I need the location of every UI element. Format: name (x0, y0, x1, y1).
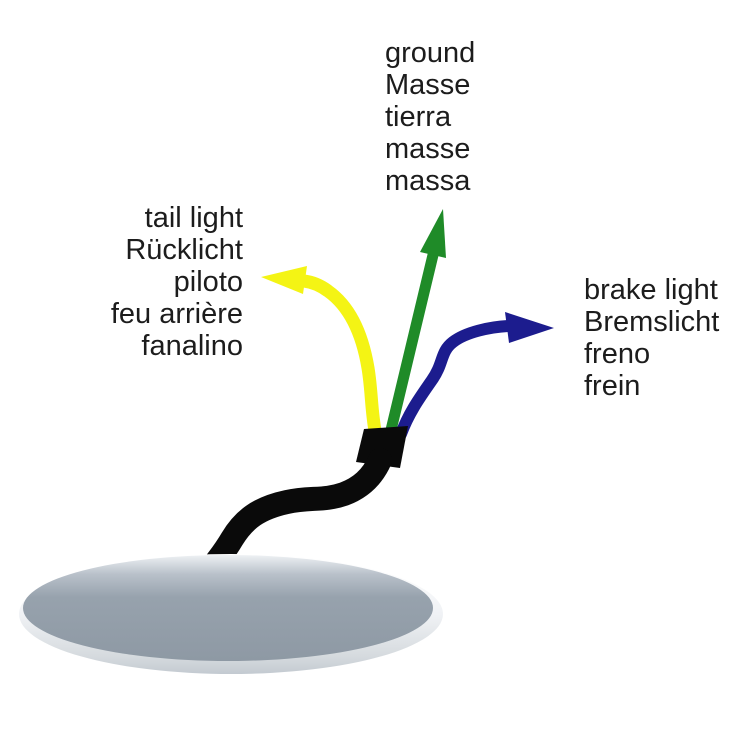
ground-wire (385, 249, 439, 436)
label-tail-light-line: piloto (173, 266, 243, 298)
label-tail-light-line: feu arrière (110, 298, 243, 330)
label-tail-light-line: tail light (144, 202, 243, 234)
brake-light-wire (395, 320, 514, 440)
label-brake-light-line: frein (584, 370, 641, 402)
label-brake-light-line: Bremslicht (584, 306, 720, 338)
label-tail-light: tail light Rücklicht piloto feu arrière … (111, 202, 243, 362)
label-tail-light-line: Rücklicht (125, 234, 243, 266)
label-ground-line: tierra (385, 101, 452, 133)
label-brake-light: brake light Bremslicht freno frein (584, 274, 719, 402)
label-ground-line: Masse (385, 69, 471, 101)
cable (202, 448, 392, 577)
label-brake-light-line: brake light (584, 274, 718, 306)
lamp-base-face (23, 555, 433, 661)
label-brake-light-line: freno (584, 338, 651, 370)
tail-light-wire (297, 274, 383, 443)
label-ground-line: masse (385, 133, 471, 165)
label-ground-line: massa (385, 165, 471, 197)
label-ground-line: ground (385, 37, 476, 69)
tail-light-arrowhead (261, 266, 307, 294)
label-ground: ground Masse tierra masse massa (385, 37, 475, 197)
ground-arrowhead (420, 209, 446, 258)
label-tail-light-line: fanalino (141, 330, 243, 362)
brake-light-arrowhead (505, 312, 554, 343)
